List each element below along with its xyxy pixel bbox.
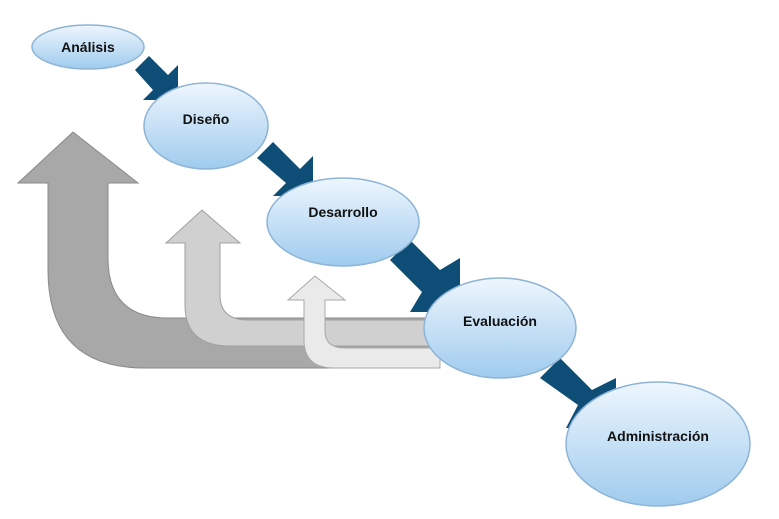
feedback-arrow-to-desarrollo — [286, 275, 441, 369]
stage-diseno-label: Diseño — [183, 111, 230, 127]
stage-desarrollo: Desarrollo — [266, 177, 420, 267]
stage-diseno: Diseño — [143, 82, 269, 170]
stage-analisis-label: Análisis — [61, 39, 115, 55]
stage-administracion-shape — [565, 381, 751, 507]
stage-evaluacion-shape — [423, 277, 577, 379]
stage-nodes: Análisis Diseño Desarrollo Evaluación Ad… — [31, 24, 751, 507]
stage-desarrollo-label: Desarrollo — [308, 204, 377, 220]
stage-analisis-shape — [31, 24, 145, 70]
arrow-diseno-desarrollo — [257, 142, 313, 196]
feedback-arrow-to-diseno — [164, 209, 441, 347]
stage-evaluacion: Evaluación — [423, 277, 577, 379]
stage-desarrollo-shape — [266, 177, 420, 267]
feedback-arrows — [16, 131, 441, 369]
stage-analisis: Análisis — [31, 24, 145, 70]
stage-evaluacion-label: Evaluación — [463, 313, 537, 329]
stage-diseno-shape — [143, 82, 269, 170]
feedback-arrow-to-analisis — [16, 131, 441, 369]
arrow-analisis-diseno — [135, 56, 178, 100]
stage-administracion: Administración — [565, 381, 751, 507]
stage-administracion-label: Administración — [607, 428, 709, 444]
arrow-desarrollo-evaluacion — [390, 240, 460, 312]
